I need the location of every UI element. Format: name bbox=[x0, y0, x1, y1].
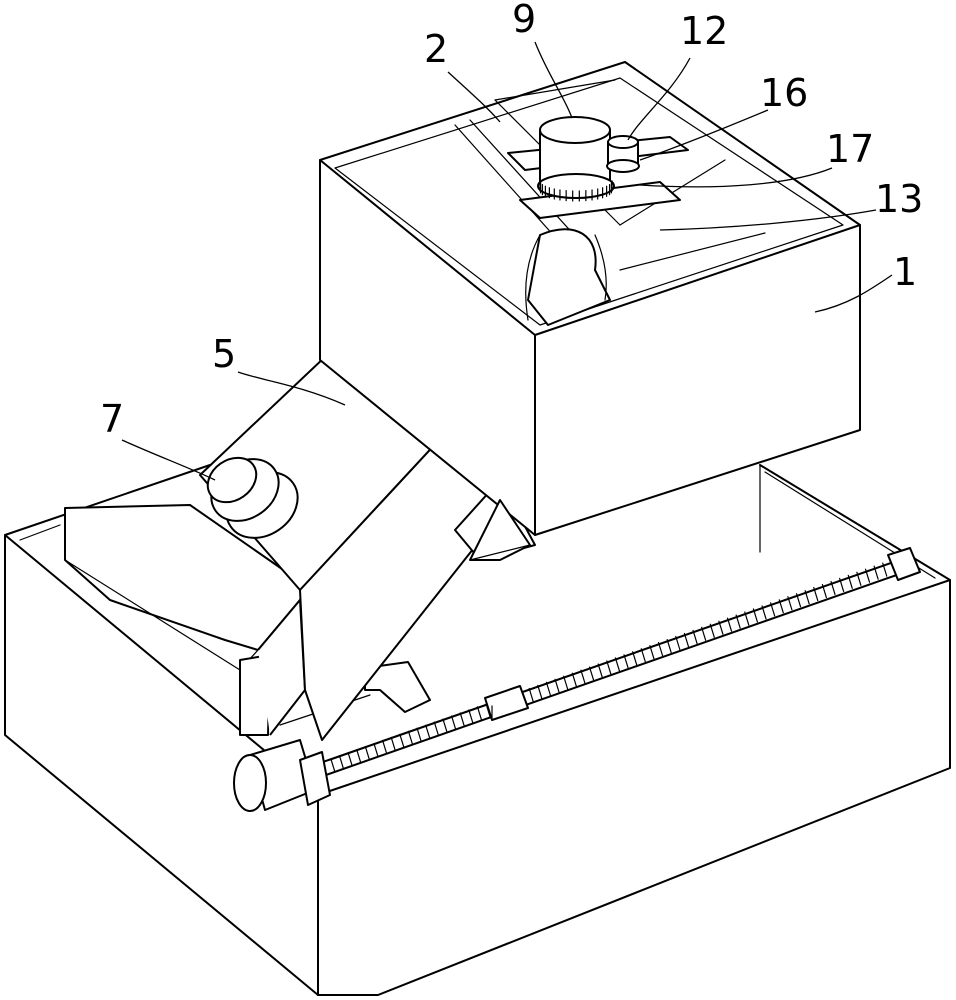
screw-thread bbox=[683, 632, 690, 648]
leader-lines bbox=[121, 41, 893, 481]
screw-slider bbox=[484, 685, 529, 721]
screw-thread bbox=[640, 648, 646, 663]
box-supports bbox=[469, 499, 531, 561]
screw-thread bbox=[787, 596, 793, 611]
lead-screw bbox=[299, 557, 912, 783]
screw-thread bbox=[356, 749, 362, 764]
screw-thread bbox=[433, 721, 439, 736]
screw-thread bbox=[804, 590, 810, 605]
screw-thread bbox=[873, 565, 879, 580]
label-13: 13 bbox=[875, 177, 923, 221]
label-16: 16 bbox=[760, 71, 808, 115]
screw-thread bbox=[425, 724, 431, 739]
screw-thread bbox=[373, 742, 379, 758]
screw-thread bbox=[468, 709, 474, 724]
screw-thread bbox=[821, 583, 827, 599]
small-gear bbox=[606, 135, 640, 173]
screw-thread bbox=[364, 745, 370, 761]
screw-thread bbox=[726, 617, 733, 632]
screw-thread bbox=[657, 642, 664, 657]
screw-thread bbox=[770, 602, 776, 617]
end-bearing-right bbox=[887, 547, 921, 581]
screw-thread bbox=[571, 672, 577, 687]
screw-thread bbox=[761, 605, 767, 620]
screw-thread bbox=[330, 758, 336, 773]
screw-thread bbox=[813, 586, 819, 602]
label-17: 17 bbox=[826, 127, 874, 171]
label-12: 12 bbox=[680, 9, 728, 53]
screw-thread bbox=[338, 755, 345, 770]
screw-thread bbox=[450, 715, 457, 730]
screw-thread bbox=[563, 675, 569, 690]
screw-thread bbox=[718, 620, 724, 635]
gear-teeth bbox=[539, 180, 613, 202]
screw-thread bbox=[735, 614, 741, 629]
screw-thread bbox=[882, 562, 888, 577]
screw-thread bbox=[528, 687, 534, 703]
screw-thread bbox=[416, 727, 422, 742]
top-motor bbox=[537, 116, 615, 199]
perforated-rotor bbox=[525, 228, 611, 326]
label-1: 1 bbox=[893, 250, 917, 294]
screw-thread bbox=[382, 739, 388, 755]
screw-thread bbox=[830, 580, 836, 596]
screw-thread bbox=[864, 568, 871, 583]
screw-thread bbox=[709, 623, 715, 638]
screw-thread bbox=[407, 730, 414, 745]
screw-thread bbox=[399, 733, 405, 748]
screw-thread bbox=[459, 712, 465, 727]
screw-thread bbox=[666, 638, 672, 654]
screw-thread bbox=[701, 626, 707, 641]
screw-thread bbox=[649, 645, 655, 660]
screw-thread bbox=[675, 635, 681, 651]
screw-thread bbox=[614, 657, 621, 672]
screw-thread bbox=[856, 571, 862, 586]
screw-thread bbox=[476, 706, 483, 721]
sensor-lens bbox=[206, 456, 299, 539]
screw-thread bbox=[623, 654, 629, 669]
screw-thread bbox=[606, 660, 612, 675]
screw-thread bbox=[442, 718, 448, 733]
label-7: 7 bbox=[100, 397, 124, 441]
label-5: 5 bbox=[212, 332, 236, 376]
screw-thread bbox=[347, 752, 353, 767]
screw-thread bbox=[588, 666, 595, 681]
screw-thread bbox=[839, 577, 845, 593]
screw-thread bbox=[847, 574, 853, 589]
screw-thread bbox=[545, 681, 552, 696]
screw-thread bbox=[554, 678, 560, 693]
screw-thread bbox=[580, 669, 586, 684]
screw-thread bbox=[537, 684, 543, 700]
screw-thread bbox=[390, 736, 396, 752]
screw-thread bbox=[778, 599, 784, 614]
callout-labels: 9 12 2 16 17 13 1 5 7 bbox=[100, 0, 923, 441]
screw-thread bbox=[632, 651, 638, 666]
label-2: 2 bbox=[424, 27, 448, 71]
screw-thread bbox=[752, 608, 759, 623]
base-trough bbox=[4, 464, 951, 996]
screw-thread bbox=[744, 611, 750, 626]
upper-box bbox=[319, 61, 861, 536]
screw-thread bbox=[597, 663, 603, 678]
screw-thread bbox=[692, 629, 698, 644]
drive-motor bbox=[233, 739, 331, 812]
label-9: 9 bbox=[512, 0, 536, 41]
screw-thread bbox=[795, 593, 802, 608]
